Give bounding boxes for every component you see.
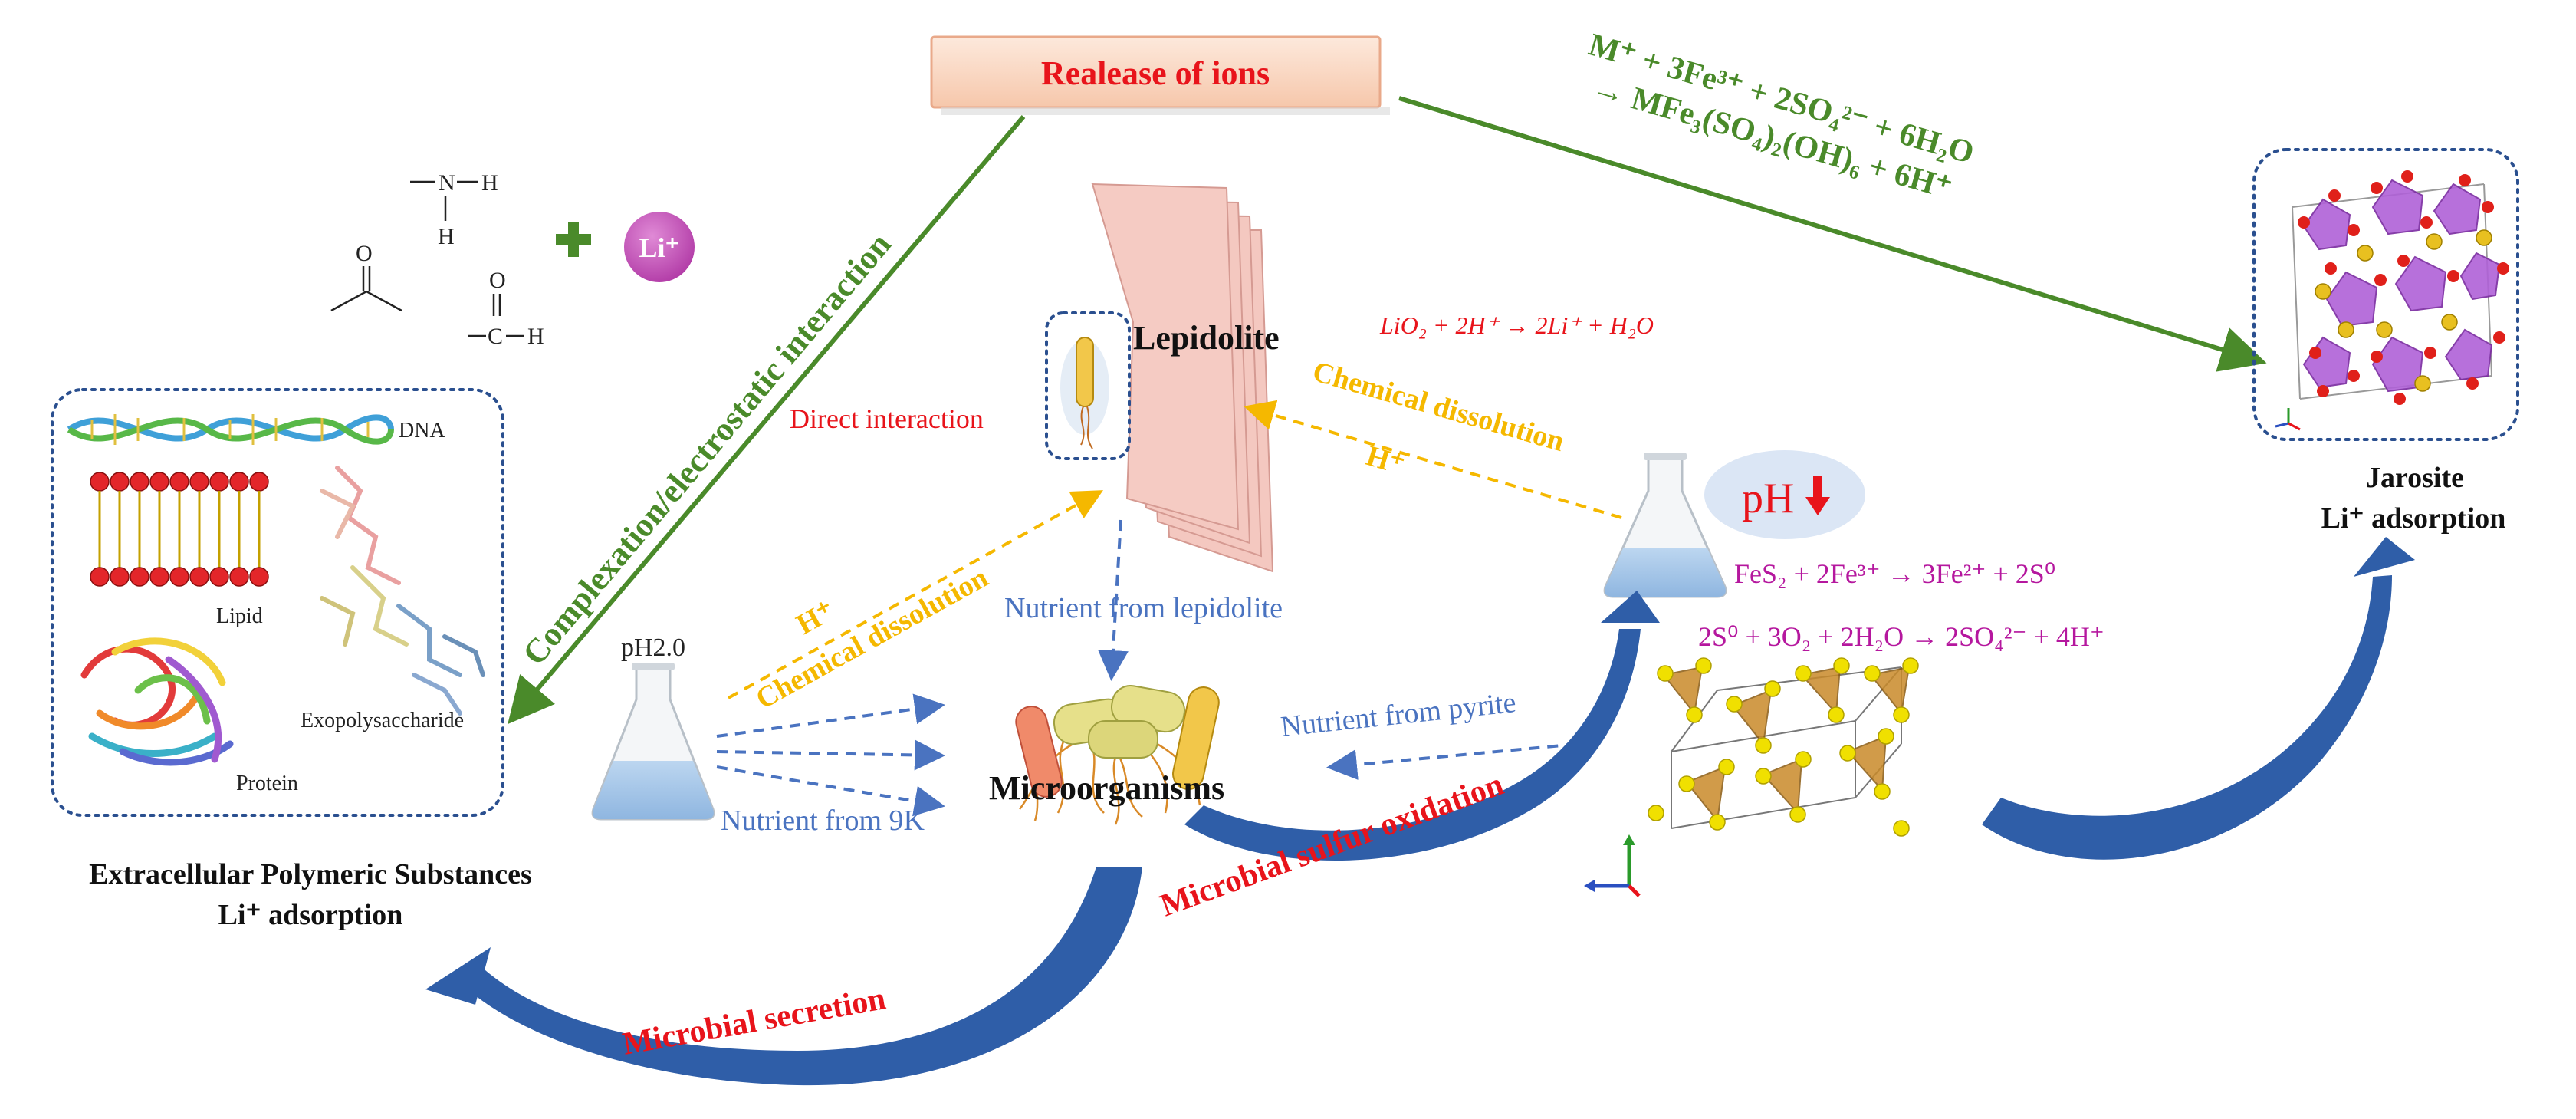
- down-arrow-icon: [1806, 476, 1830, 515]
- lipid-icon: [90, 472, 269, 587]
- direct-interaction-box: [1045, 311, 1131, 460]
- pyrite-nutrient-label: Nutrient from pyrite: [1280, 686, 1518, 743]
- pyrite-crystal-icon: [1648, 657, 1919, 837]
- jarosite-formation-arrowhead: [2354, 537, 2415, 577]
- lipid-label: Lipid: [216, 604, 263, 628]
- jarosite-label-line2: Li⁺ adsorption: [2321, 502, 2506, 535]
- flask-9k-icon: [591, 663, 715, 821]
- microorganisms-icon: [1015, 685, 1220, 825]
- svg-text:N: N: [439, 170, 455, 196]
- jarosite-box: [2252, 148, 2519, 441]
- pyrite-nutrient-arrow: [1326, 741, 1595, 780]
- flask-pyrite-icon: [1603, 453, 1727, 598]
- ph-label: pH: [1742, 475, 1794, 522]
- protein-label: Protein: [236, 772, 298, 795]
- eps-box: DNA Lipid: [51, 388, 504, 817]
- jarosite-axes-icon: [2275, 408, 2301, 431]
- chemical-dissolution-left-label: Chemical dissolution: [751, 561, 994, 716]
- jarosite-formation-arrow: [1982, 575, 2392, 860]
- dna-label: DNA: [399, 419, 445, 443]
- ligand-structures: N H H O O C H: [330, 170, 544, 349]
- lepidolite-title: Lepidolite: [1133, 319, 1280, 357]
- svg-text:H: H: [438, 224, 455, 249]
- microbial-secretion-arrow: [452, 867, 1142, 1086]
- microbial-sulfur-oxidation-arrowhead: [1601, 591, 1660, 623]
- pyrite-equation-line2: 2S⁰ + 3O₂ + 2H₂O → 2SO₄²⁻ + 4H⁺: [1698, 621, 2104, 652]
- svg-text:O: O: [356, 241, 373, 266]
- exopolysaccharide-label: Exopolysaccharide: [301, 709, 464, 732]
- lepidolite-nutrient-label: Nutrient from lepidolite: [1004, 592, 1283, 624]
- nutrient-9k-arrows: [716, 693, 945, 817]
- svg-text:H: H: [481, 170, 498, 196]
- nutrient-9k-label: Nutrient from 9K: [721, 805, 925, 837]
- pyrite-axes-icon: [1584, 834, 1641, 897]
- dna-icon: [67, 414, 394, 445]
- ions-to-jarosite-arrow: [1398, 96, 2267, 372]
- jarosite-crystal-icon: [2292, 170, 2509, 405]
- pyrite-equation-line1: FeS₂ + 2Fe³⁺ → 3Fe²⁺ + 2S⁰: [1734, 558, 2055, 589]
- release-of-ions-label: Realease of ions: [1041, 54, 1270, 92]
- complexation-label: Complexation/electrostatic interaction: [515, 225, 899, 672]
- microorganisms-label: Microorganisms: [989, 769, 1224, 807]
- chemical-dissolution-right-label: Chemical dissolution: [1309, 355, 1568, 458]
- jarosite-label-line1: Jarosite: [2366, 462, 2464, 494]
- chemical-dissolution-left-hplus: H⁺: [791, 594, 840, 641]
- chemical-dissolution-right-arrow: [1244, 400, 1622, 519]
- lithium-ion-icon: Li⁺: [624, 212, 695, 282]
- eps-caption-line1: Extracellular Polymeric Substances: [89, 858, 532, 890]
- bacterium-icon: [1076, 337, 1094, 449]
- jarosite-equation: M⁺ + 3Fe³⁺ + 2SO₄²⁻ + 6H₂O → MFe₃(SO₄)₂(…: [1585, 27, 1978, 206]
- svg-text:H: H: [527, 324, 544, 349]
- lepidolite-icon: [1091, 183, 1274, 573]
- exopolysaccharide-icon: [320, 466, 485, 716]
- svg-text:Li⁺: Li⁺: [639, 232, 679, 263]
- release-of-ions-box: Realease of ions: [930, 35, 1390, 115]
- svg-text:C: C: [488, 324, 503, 349]
- chemical-dissolution-right-hplus: H⁺: [1363, 439, 1408, 481]
- svg-text:O: O: [489, 268, 506, 293]
- microbial-sulfur-oxidation-arrow: [1184, 629, 1641, 861]
- green-plus-icon: [556, 222, 591, 257]
- lepidolite-dissolution-equation: LiO₂ + 2H⁺ → 2Li⁺ + H₂O: [1379, 311, 1654, 339]
- direct-interaction-label: Direct interaction: [790, 403, 984, 434]
- flask-ph-label: pH2.0: [621, 634, 685, 662]
- eps-caption-line2: Li⁺ adsorption: [219, 899, 403, 931]
- microbial-secretion-arrowhead: [426, 947, 491, 1005]
- protein-icon: [80, 637, 234, 766]
- lepidolite-nutrient-arrow: [1097, 519, 1129, 681]
- chemical-dissolution-left-arrow: [728, 490, 1103, 699]
- ions-to-eps-arrow: [508, 115, 1026, 725]
- ph-bubble: pH: [1704, 450, 1865, 539]
